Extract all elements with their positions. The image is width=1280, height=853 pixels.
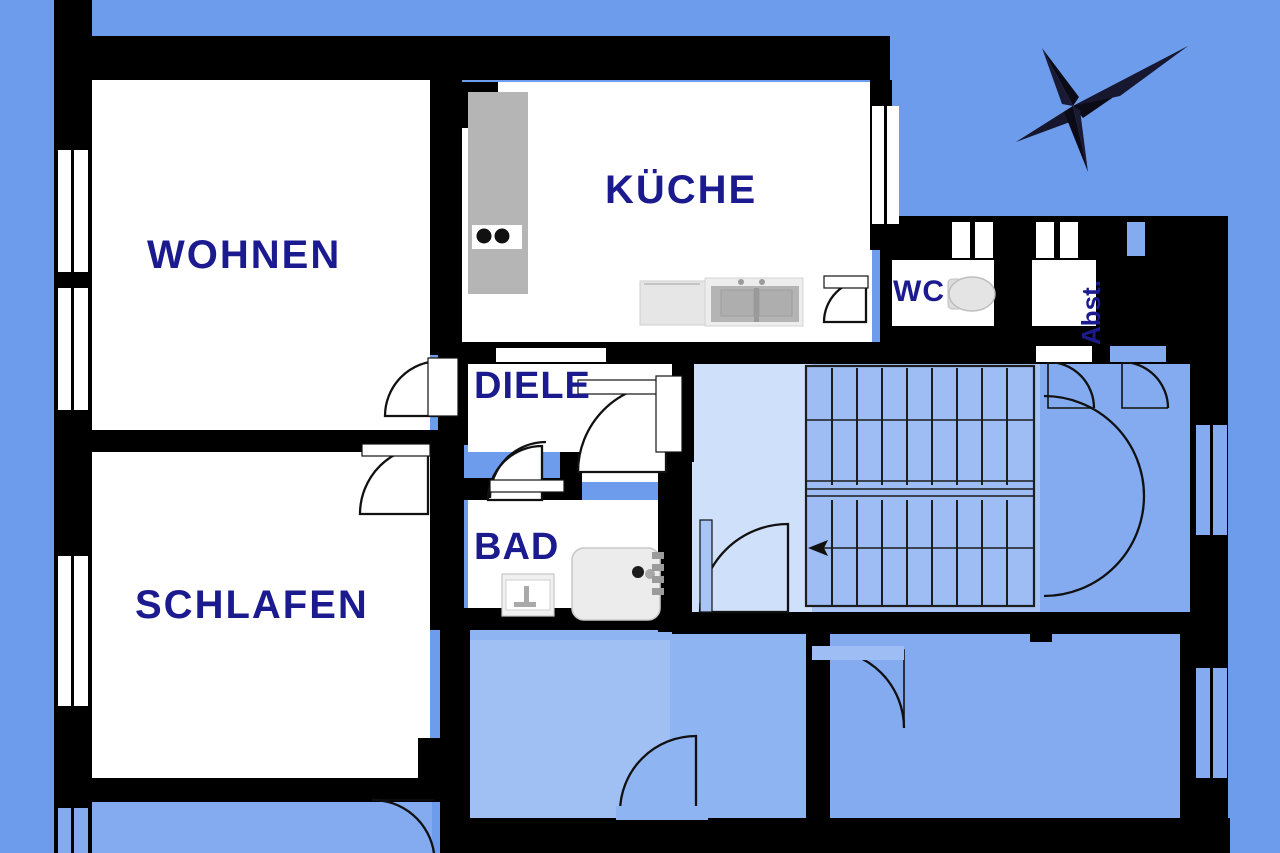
room-wohnen-floor — [90, 80, 430, 438]
stove-burner-2 — [494, 228, 510, 244]
bathtub — [571, 547, 661, 621]
toilet-fixture — [947, 276, 996, 312]
stair-direction-arrow — [808, 540, 828, 556]
door-leaves — [361, 275, 1166, 820]
stove-burner-1 — [476, 228, 492, 244]
room-label-wc: WC — [893, 275, 945, 308]
room-label-abst: Abst. — [1076, 280, 1106, 345]
windows — [58, 106, 1227, 853]
staircase — [804, 364, 1036, 608]
kitchen-appliance — [639, 280, 706, 326]
room-label-schlafen: SCHLAFEN — [135, 583, 369, 627]
room-label-kueche: KÜCHE — [605, 168, 758, 212]
room-label-bad: BAD — [474, 526, 560, 568]
bath-fixtures — [501, 547, 664, 621]
compass-rose-north-arrow — [1016, 46, 1188, 172]
kitchen-fixtures — [468, 92, 804, 327]
kitchen-tall-cabinet — [468, 92, 528, 294]
kitchen-faucet — [754, 288, 759, 322]
room-label-wohnen: WOHNEN — [147, 233, 342, 277]
bathtub-drain — [632, 566, 644, 578]
room-label-diele: DIELE — [474, 365, 591, 407]
